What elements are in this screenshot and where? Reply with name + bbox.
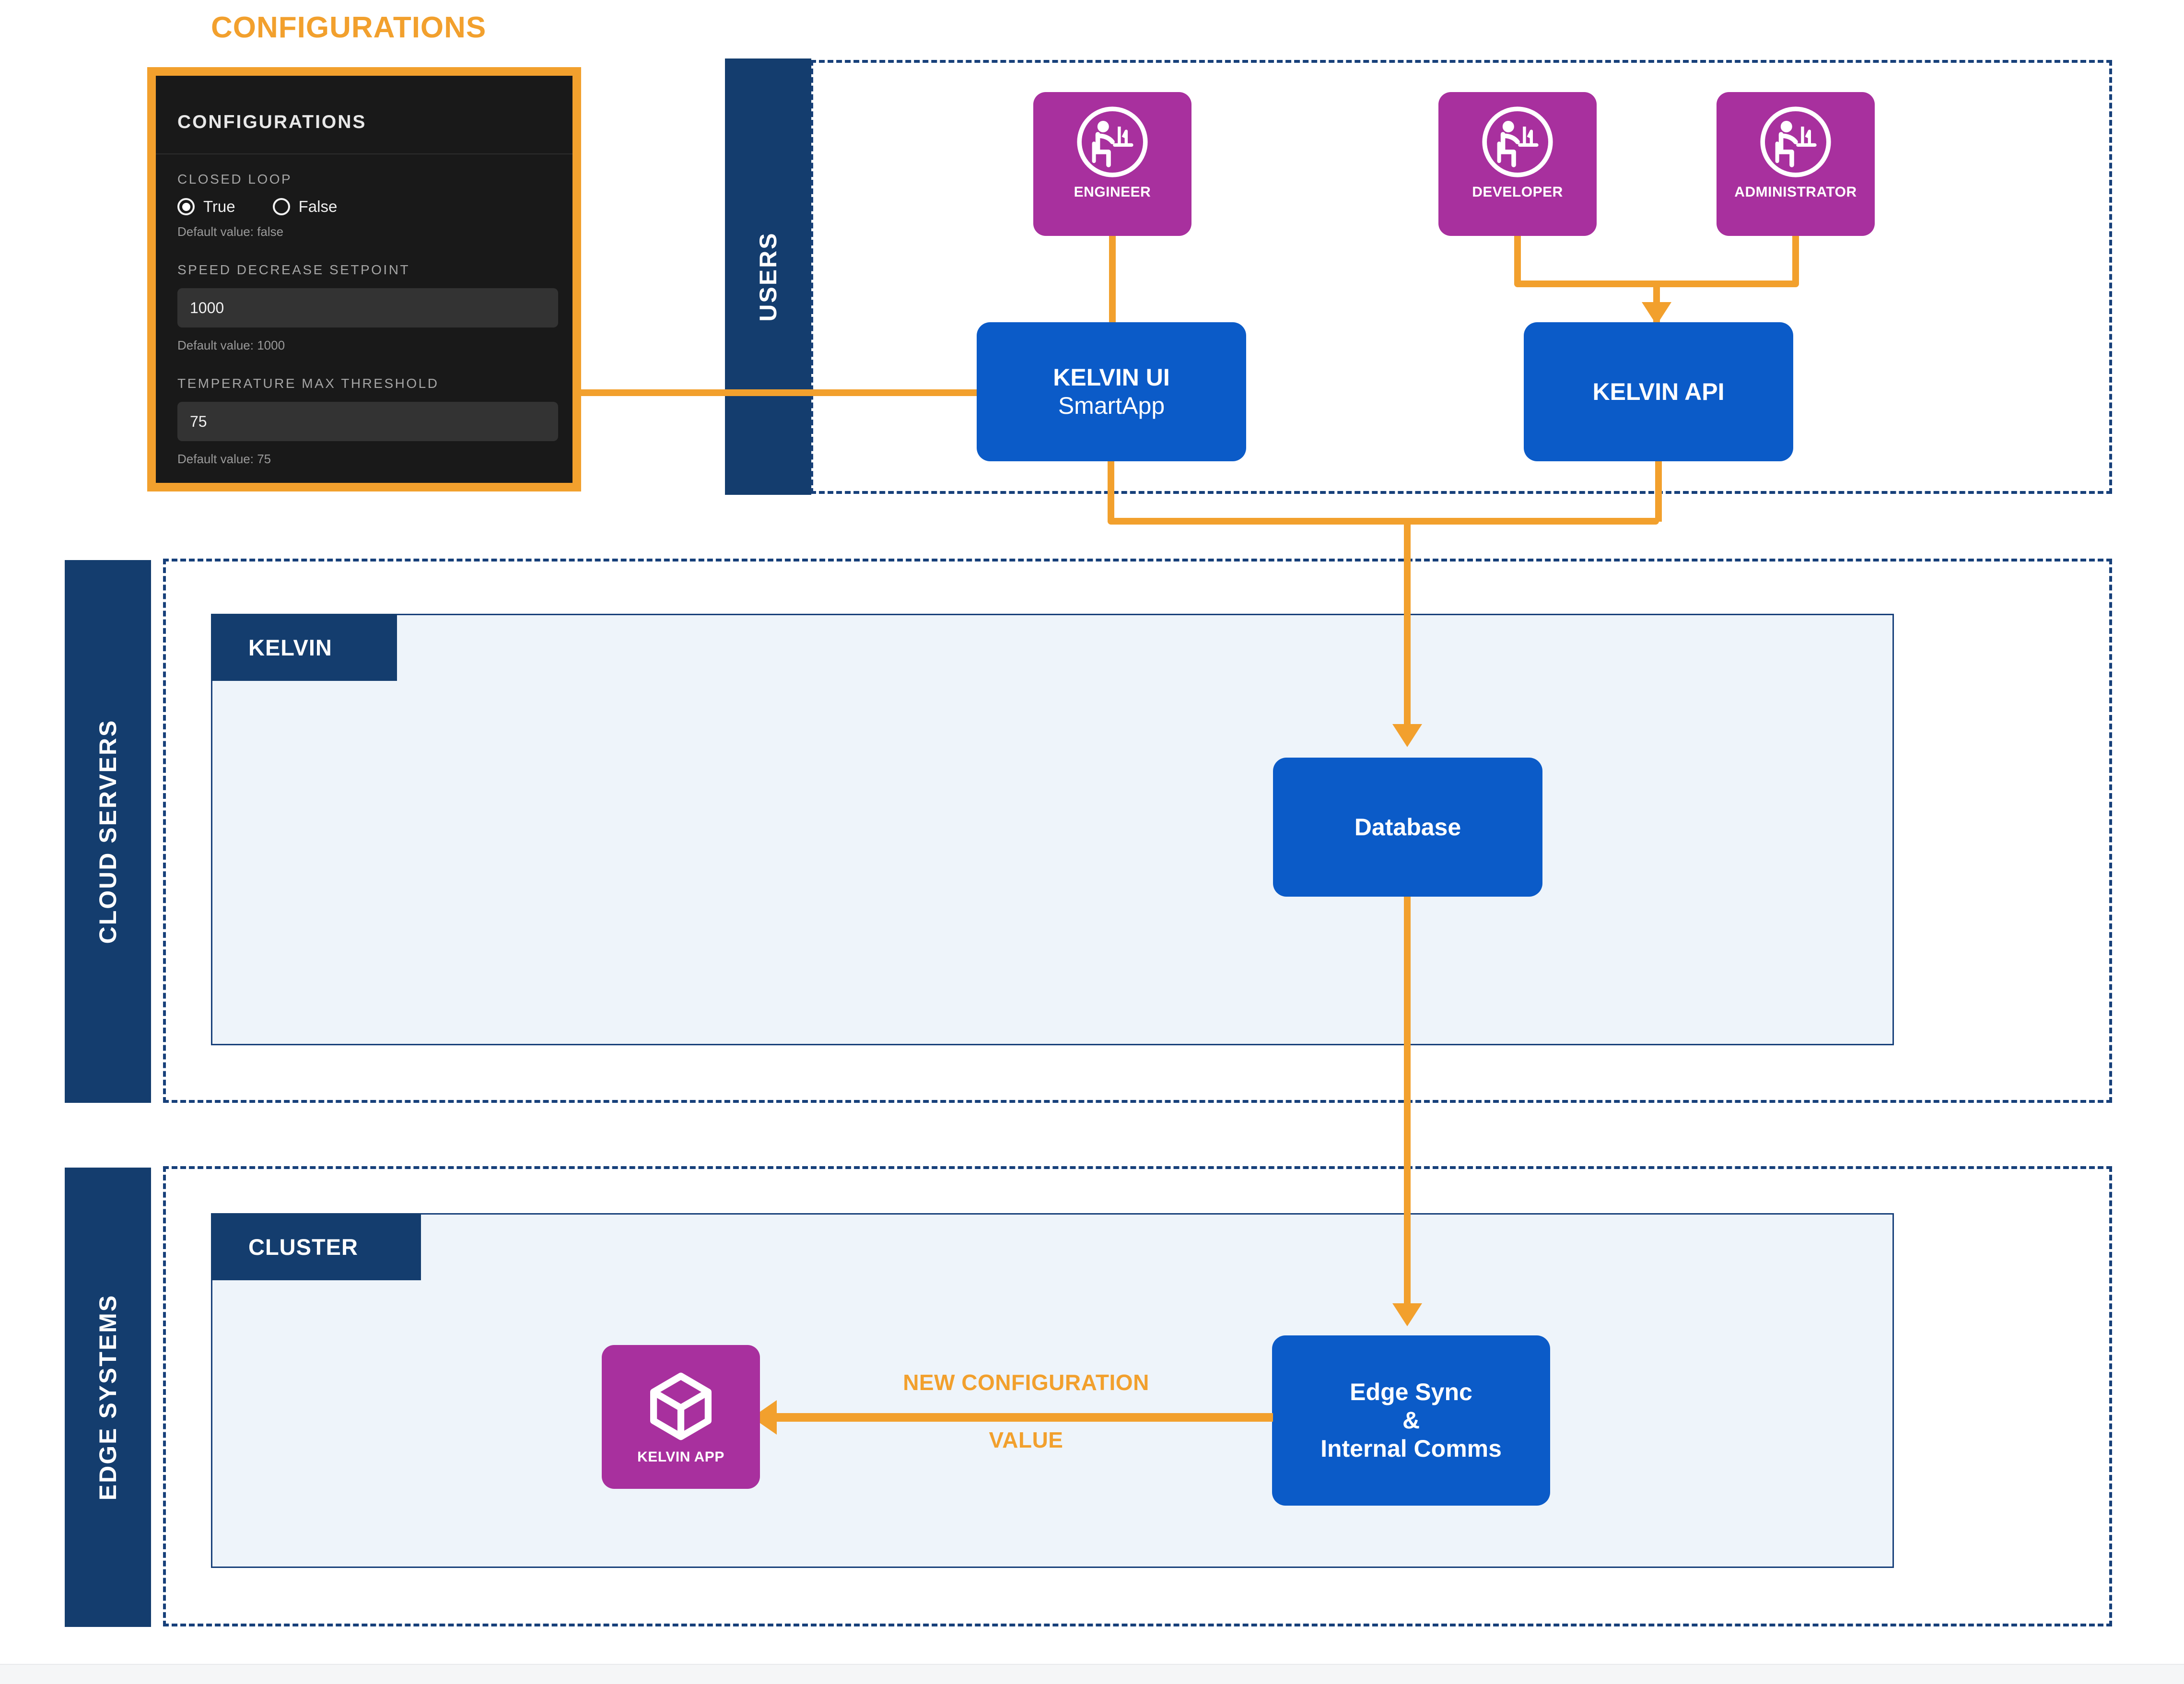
edge-label-line1: NEW CONFIGURATION [903, 1370, 1149, 1395]
cluster-panel-tab: CLUSTER [211, 1213, 421, 1280]
users-region-boundary [810, 60, 2112, 494]
page-bottom-strip [0, 1664, 2184, 1684]
connector-kelvin-ui-down [1108, 461, 1114, 522]
cloud-servers-region-boundary [163, 559, 2112, 1103]
connector-administrator-down [1792, 236, 1799, 284]
edge-systems-region-boundary [163, 1166, 2112, 1626]
edge-label-line2: VALUE [989, 1427, 1063, 1452]
speed-decrease-setpoint-label: SPEED DECREASE SETPOINT [177, 262, 410, 277]
closed-loop-radio-true[interactable]: True [177, 198, 235, 216]
configurations-panel-body: CONFIGURATIONS CLOSED LOOP True False De… [156, 76, 572, 483]
closed-loop-label: CLOSED LOOP [177, 172, 292, 187]
arrow-into-edge-sync [1392, 1303, 1422, 1326]
closed-loop-option-false-label: False [298, 198, 338, 215]
cloud-servers-lane-bar: CLOUD SERVERS [65, 560, 151, 1103]
cloud-servers-lane-label: CLOUD SERVERS [94, 719, 121, 944]
radio-selected-icon[interactable] [177, 198, 195, 215]
closed-loop-default-value: Default value: false [177, 224, 284, 239]
node-kelvin-ui-title: KELVIN UI [1053, 364, 1170, 391]
closed-loop-option-true-label: True [203, 198, 235, 215]
cube-icon [650, 1372, 712, 1440]
node-kelvin-api-title: KELVIN API [1592, 378, 1725, 405]
node-kelvin-ui[interactable]: KELVIN UI SmartApp [977, 322, 1246, 461]
persona-engineer[interactable]: ENGINEER [1033, 92, 1191, 236]
temperature-max-threshold-input[interactable]: 75 [177, 402, 558, 441]
kelvin-panel [211, 614, 1894, 1045]
node-kelvin-app-label: KELVIN APP [637, 1449, 724, 1465]
kelvin-panel-tab: KELVIN [211, 614, 397, 681]
node-edge-sync-line2: & [1402, 1407, 1420, 1434]
connector-developer-down [1514, 236, 1521, 284]
page-title: CONFIGURATIONS [211, 11, 487, 44]
node-edge-sync-internal-comms[interactable]: Edge Sync & Internal Comms [1272, 1335, 1550, 1506]
node-edge-sync-line1: Edge Sync [1350, 1379, 1472, 1405]
connector-config-to-kelvin-ui-overlay [575, 389, 978, 396]
node-kelvin-api[interactable]: KELVIN API [1524, 322, 1793, 461]
connector-engineer-to-kelvin-ui [1109, 236, 1116, 322]
configurations-panel-divider [156, 153, 572, 154]
node-kelvin-ui-subtitle: SmartApp [1058, 392, 1165, 419]
arrow-into-kelvin-api [1642, 302, 1671, 325]
connector-database-to-edge-sync [1404, 897, 1411, 1319]
persona-developer[interactable]: DEVELOPER [1438, 92, 1597, 236]
cluster-panel [211, 1213, 1894, 1568]
person-at-desk-icon [1482, 106, 1553, 177]
users-lane-label: USERS [755, 232, 782, 322]
persona-administrator-label: ADMINISTRATOR [1734, 184, 1857, 200]
node-database-title: Database [1354, 813, 1461, 841]
node-database[interactable]: Database [1273, 758, 1542, 897]
edge-systems-lane-bar: EDGE SYSTEMS [65, 1168, 151, 1627]
connector-merge-bar-to-database [1108, 518, 1659, 525]
arrow-into-database [1392, 724, 1422, 747]
edge-systems-lane-label: EDGE SYSTEMS [94, 1294, 121, 1501]
persona-administrator[interactable]: ADMINISTRATOR [1717, 92, 1875, 236]
temperature-max-threshold-label: TEMPERATURE MAX THRESHOLD [177, 376, 439, 391]
radio-unselected-icon[interactable] [272, 198, 290, 215]
connector-merge-down-to-database [1404, 521, 1411, 739]
connector-kelvin-api-down [1655, 461, 1662, 522]
cluster-panel-tab-label: CLUSTER [248, 1234, 358, 1260]
kelvin-panel-tab-label: KELVIN [248, 634, 332, 660]
edge-label-new-configuration-value: NEW CONFIGURATION VALUE [837, 1369, 1215, 1454]
temperature-max-threshold-default-value: Default value: 75 [177, 452, 271, 466]
closed-loop-radio-group[interactable]: True False [177, 198, 558, 216]
person-at-desk-icon [1077, 106, 1148, 177]
persona-engineer-label: ENGINEER [1074, 184, 1151, 200]
node-edge-sync-line3: Internal Comms [1320, 1435, 1502, 1462]
speed-decrease-setpoint-input[interactable]: 1000 [177, 288, 558, 327]
users-lane-bar: USERS [725, 58, 811, 495]
connector-edge-sync-to-kelvin-app [777, 1413, 1273, 1422]
persona-developer-label: DEVELOPER [1472, 184, 1563, 200]
configurations-panel-title: CONFIGURATIONS [177, 112, 367, 132]
node-kelvin-app[interactable]: KELVIN APP [602, 1345, 760, 1489]
person-at-desk-icon [1760, 106, 1831, 177]
closed-loop-radio-false[interactable]: False [272, 198, 338, 216]
configurations-panel: CONFIGURATIONS CLOSED LOOP True False De… [147, 67, 581, 491]
speed-decrease-setpoint-default-value: Default value: 1000 [177, 338, 285, 352]
